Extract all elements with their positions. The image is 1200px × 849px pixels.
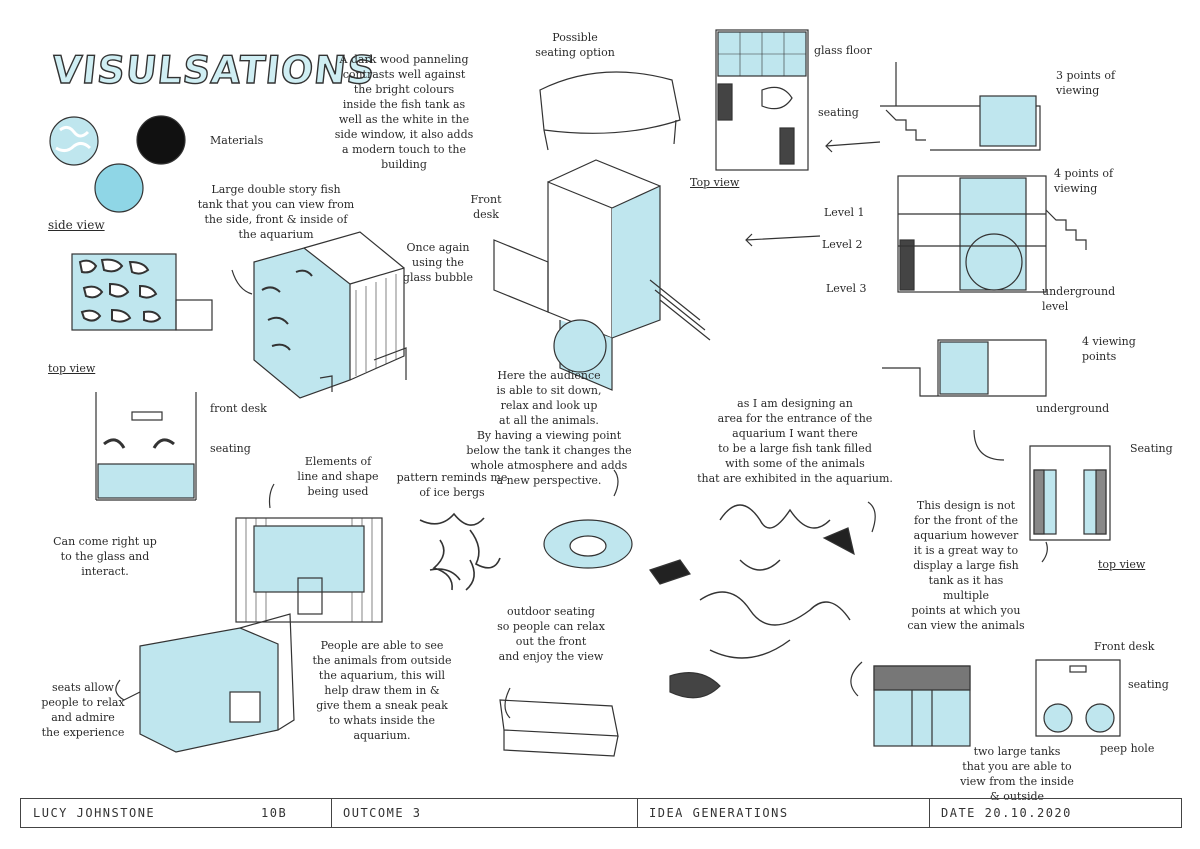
footer-name: LUCY JOHNSTONE [33,806,156,820]
dark-wood-note: A dark wood panneling contrasts well aga… [334,53,474,171]
underground-level-note: underground level [1042,285,1116,313]
level2-label: Level 2 [822,238,863,251]
come-right-up-note: Can come right up to the glass and inter… [53,535,157,578]
title-block-footer: LUCY JOHNSTONE 10B OUTCOME 3 IDEA GENERA… [20,798,1182,828]
glass-bubble-note: Once again using the glass bubble [402,241,474,284]
possible-seating-note: Possible seating option [535,31,615,59]
top-view-left-label: top view [48,362,96,375]
footer-divider [929,799,930,827]
side-view-label: side view [48,218,105,232]
footer-date: DATE 20.10.2020 [941,806,1072,820]
footer-topic: IDEA GENERATIONS [649,806,789,820]
seating-left-label: seating [210,442,251,455]
material-swatch-dark-wood [136,115,186,165]
icebergs-note: pattern reminds me of ice bergs [396,471,508,499]
two-tanks-note: two large tanks that you are able to vie… [960,745,1074,803]
material-swatch-bubble [94,163,144,213]
possible-seating-sketch [539,71,681,134]
top-view-right-label: top view [1098,558,1146,571]
material-swatch-ice [49,116,99,166]
entrance-tank [139,627,279,753]
seating-top-label: seating [818,106,859,119]
isometric-tank [547,181,613,339]
underground-label: underground [1036,402,1110,415]
footer-divider [637,799,638,827]
three-points-section [880,62,1041,151]
coral-drawing [699,504,851,659]
this-design-note: This design is not for the front of the … [907,499,1025,632]
four-points-note: 4 points of viewing [1054,167,1114,195]
footer-class: 10B [261,806,288,820]
peep-hole-label: peep hole [1100,742,1155,755]
outdoor-seating-note: outdoor seating so people can relax out … [497,605,605,663]
seating-right2-label: seating [1128,678,1169,691]
footer-outcome: OUTCOME 3 [343,806,422,820]
seating-right-label: Seating [1130,442,1173,455]
materials-label: Materials [210,134,264,147]
seats-allow-note: seats allow people to relax and admire t… [41,681,125,739]
footer-divider [331,799,332,827]
people-see-note: People are able to see the animals from … [312,639,452,742]
three-points-note: 3 points of viewing [1056,69,1116,97]
front-desk-top-note: Front desk [470,193,502,221]
double-story-note: Large double story fish tank that you ca… [197,183,355,241]
level3-label: Level 3 [826,282,867,295]
entrance-note: as I am designing an area for the entran… [697,397,893,485]
front-desk-right-label: Front desk [1094,640,1155,653]
two-tanks-plan [1035,659,1121,737]
front-desk-left-label: front desk [210,402,267,415]
four-viewing-section [882,339,1047,397]
level1-label: Level 1 [824,206,865,219]
iceberg-pattern [419,512,501,591]
audience-note: Here the audience is able to sit down, r… [466,369,632,487]
elements-note: Elements of line and shape being used [297,455,379,498]
glass-floor-label: glass floor [814,44,872,57]
top-view-mid-label: Top view [690,176,740,189]
four-viewing-note: 4 viewing points [1082,335,1136,363]
outdoor-bench [499,699,619,737]
